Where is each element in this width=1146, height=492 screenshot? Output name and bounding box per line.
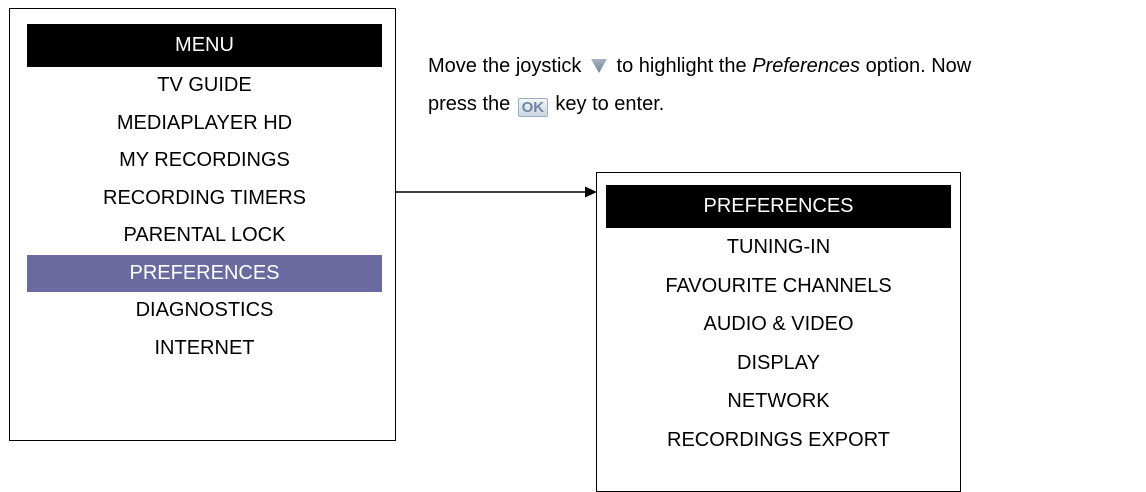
instruction-text-segment: press the [428, 93, 511, 115]
main-menu-list: TV GUIDE MEDIAPLAYER HD MY RECORDINGS RE… [27, 67, 382, 367]
menu-item-diagnostics[interactable]: DIAGNOSTICS [135, 299, 274, 321]
pref-item-audio-video[interactable]: AUDIO & VIDEO [703, 313, 854, 335]
preferences-emphasis: Preferences [752, 55, 861, 77]
preferences-menu-title: PREFERENCES [606, 185, 951, 228]
instruction-text-segment: to highlight the [616, 55, 747, 77]
instruction-text-segment: option. Now [865, 55, 972, 77]
instruction-text-segment: Move the joystick [428, 55, 582, 77]
connector-arrow [396, 186, 597, 198]
pref-item-network[interactable]: NETWORK [727, 390, 830, 412]
down-arrow-icon [590, 59, 607, 73]
menu-item-tv-guide[interactable]: TV GUIDE [157, 74, 252, 96]
menu-item-internet[interactable]: INTERNET [154, 336, 255, 359]
menu-item-my-recordings[interactable]: MY RECORDINGS [119, 149, 290, 171]
pref-item-recordings-export[interactable]: RECORDINGS EXPORT [667, 428, 890, 451]
pref-item-favourite-channels[interactable]: FAVOURITE CHANNELS [665, 274, 892, 297]
main-menu-title: MENU [27, 24, 382, 67]
menu-item-preferences[interactable]: PREFERENCES [27, 254, 382, 292]
ok-key-icon: OK [517, 98, 548, 117]
main-menu: MENU TV GUIDE MEDIAPLAYER HD MY RECORDIN… [9, 8, 396, 441]
instruction-line-2: press the OK key to enter. [428, 85, 1143, 123]
connector-arrowhead [585, 186, 597, 198]
preferences-menu-list: TUNING-IN FAVOURITE CHANNELS AUDIO & VID… [606, 228, 951, 459]
pref-item-display[interactable]: DISPLAY [737, 351, 820, 374]
pref-item-tuning-in[interactable]: TUNING-IN [726, 236, 831, 258]
ok-key-label: OK [521, 99, 545, 116]
instruction-line-1: Move the joystick to highlight the Prefe… [428, 47, 1143, 85]
menu-item-recording-timers[interactable]: RECORDING TIMERS [103, 186, 306, 209]
instruction-text: Move the joystick to highlight the Prefe… [428, 47, 1143, 123]
menu-item-mediaplayer-hd[interactable]: MEDIAPLAYER HD [116, 111, 293, 134]
preferences-menu: PREFERENCES TUNING-IN FAVOURITE CHANNELS… [596, 172, 961, 492]
menu-item-parental-lock[interactable]: PARENTAL LOCK [123, 224, 286, 246]
instruction-text-segment: key to enter. [555, 93, 665, 115]
